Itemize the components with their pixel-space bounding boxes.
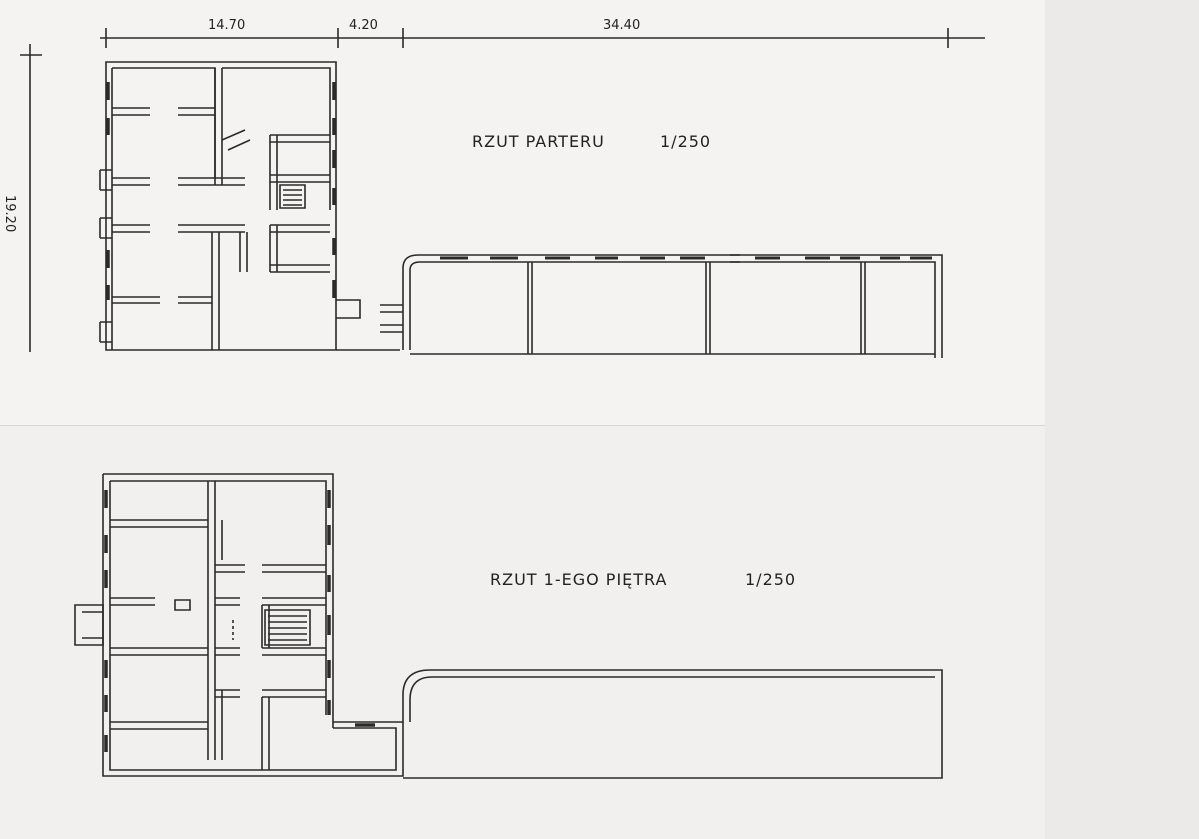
dimension-lines [20,28,985,352]
ground-floor-scale: 1/250 [660,132,712,151]
ground-floor-title: RZUT PARTERU [472,132,605,151]
dimension-main-width: 14.70 [208,18,246,33]
ground-floor-wing [380,254,943,358]
first-floor-main-block [74,473,943,779]
dimension-wing-width: 34.40 [603,18,641,33]
first-floor-title: RZUT 1-EGO PIĘTRA [490,570,668,589]
first-floor-scale: 1/250 [745,570,797,589]
background-strip [1045,0,1199,839]
ground-floor-main-block [99,61,400,351]
ground-floor-windows [106,82,336,300]
first-floor-windows [104,490,375,752]
dimension-gap-width: 4.20 [349,18,378,33]
ground-floor-sheet [0,0,1046,426]
dimension-depth: 19.20 [2,195,17,233]
